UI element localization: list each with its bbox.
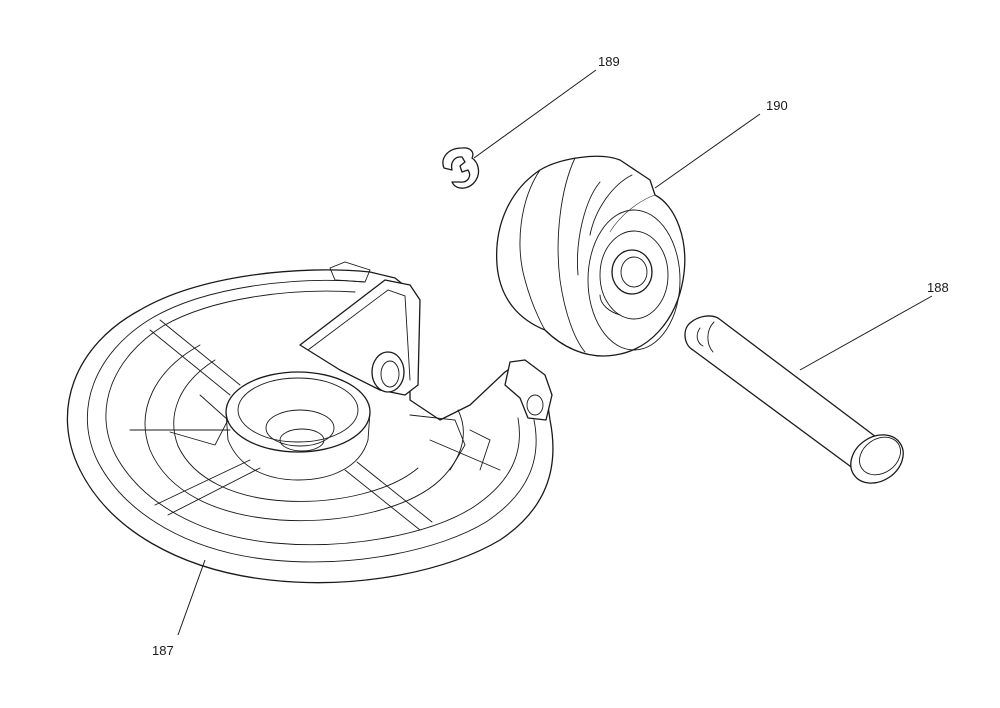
callout-190: 190 — [766, 98, 788, 113]
leader-line-189 — [473, 69, 597, 159]
callout-189: 189 — [598, 54, 620, 69]
leader-line-187 — [177, 559, 206, 636]
leader-line-188 — [799, 295, 933, 371]
callout-188: 188 — [927, 280, 949, 295]
part-190-roller-wheel — [495, 155, 686, 357]
part-188-axle-pin — [684, 315, 904, 484]
part-189-e-clip — [442, 147, 480, 189]
part-187-guard-plate — [66, 261, 554, 584]
leader-line-190 — [654, 113, 761, 189]
callout-187: 187 — [152, 643, 174, 658]
